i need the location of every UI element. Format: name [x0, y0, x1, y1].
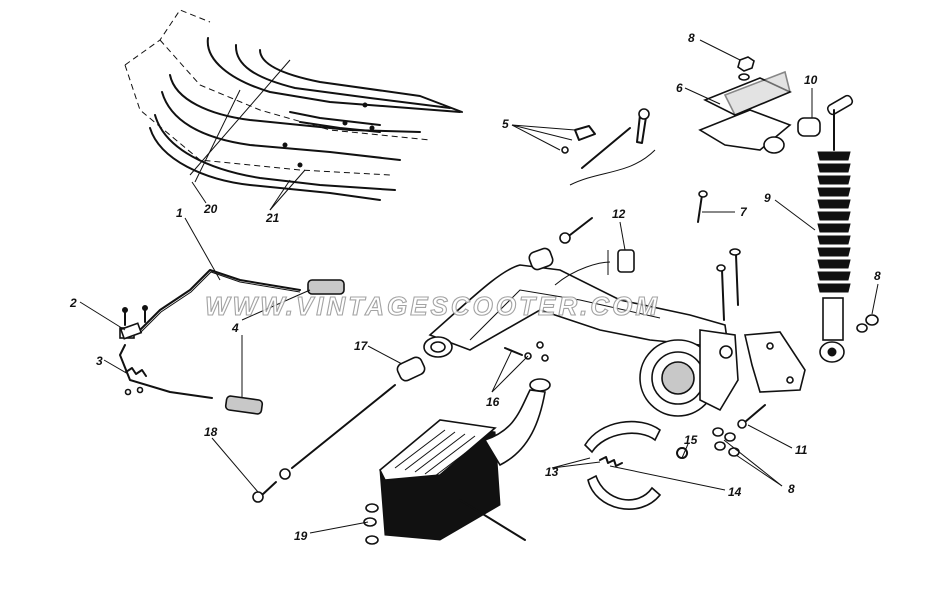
part-5-linkage	[561, 108, 656, 186]
part-7-bolt	[697, 190, 708, 223]
part-10-bushings	[797, 94, 854, 137]
part-11-bolt	[737, 404, 766, 429]
part-20-floorboard-runners	[124, 9, 463, 201]
part-8-nuts-top	[737, 56, 755, 81]
mount-plate	[744, 331, 806, 393]
callout-15: 15	[684, 433, 698, 447]
callout-5: 5	[502, 117, 509, 131]
callout-9: 9	[764, 191, 771, 205]
part-17-rod	[279, 356, 426, 480]
part-15-clip	[676, 447, 689, 459]
callout-3: 3	[96, 354, 103, 368]
callout-8-right: 8	[874, 269, 881, 283]
part-3-spring	[124, 367, 147, 396]
part-2-bracket	[119, 305, 148, 340]
part-12-pin	[617, 249, 635, 273]
callout-14: 14	[728, 485, 742, 499]
callout-8-bottom: 8	[788, 482, 795, 496]
part-8-nut-right	[856, 314, 879, 333]
watermark-text: WWW.VINTAGESCOOTER.COM	[205, 291, 660, 321]
callout-10: 10	[804, 73, 818, 87]
callout-13: 13	[545, 465, 559, 479]
callout-12: 12	[612, 207, 626, 221]
callout-11: 11	[795, 443, 808, 457]
part-19-muffler	[363, 378, 551, 545]
callout-7: 7	[740, 205, 748, 219]
part-1-brake-rod	[119, 269, 301, 399]
callout-18: 18	[204, 425, 218, 439]
part-21-rivets	[282, 102, 375, 168]
part-4-pedal-rubbers	[224, 279, 345, 415]
callout-16: 16	[486, 395, 500, 409]
callout-labels: 1 2 3 4 5 6 7 8 8 8 9 10 11 12 13 14 15 …	[69, 31, 881, 543]
swing-arm	[423, 247, 732, 362]
callout-8-top: 8	[688, 31, 695, 45]
callout-2: 2	[69, 296, 77, 310]
leader-lines	[79, 39, 879, 534]
callout-1: 1	[176, 206, 183, 220]
part-13-brake-shoes	[583, 420, 662, 510]
part-9-shock-absorber	[817, 109, 851, 363]
callout-17: 17	[354, 339, 369, 353]
callout-4: 4	[231, 321, 239, 335]
part-6-shock-bracket	[698, 70, 792, 154]
callout-6: 6	[676, 81, 683, 95]
callout-21: 21	[265, 211, 280, 225]
callout-19: 19	[294, 529, 308, 543]
brake-drum-housing	[639, 329, 739, 417]
part-18-bolt	[252, 481, 277, 503]
bolt-washer	[559, 217, 593, 244]
callout-20: 20	[203, 202, 218, 216]
long-bolts	[716, 248, 741, 321]
